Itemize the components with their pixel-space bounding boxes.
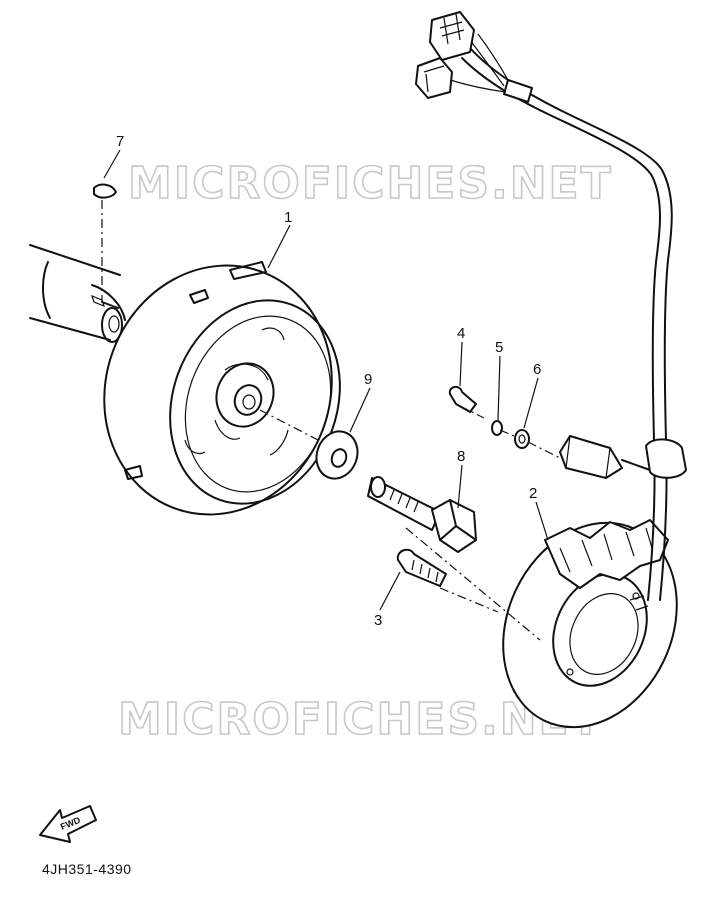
woodruff-key — [93, 183, 117, 199]
spring-washer — [491, 420, 503, 436]
callout-3: 3 — [374, 612, 382, 629]
callout-4: 4 — [457, 325, 465, 342]
watermark-top: MICROFICHES.NET — [128, 158, 613, 209]
small-plain-washer — [514, 429, 530, 449]
stator-assembly — [502, 519, 678, 729]
lead-holder — [559, 435, 651, 479]
alignment-lines — [101, 200, 561, 641]
callout-6: 6 — [533, 361, 541, 378]
callout-5: 5 — [495, 339, 503, 356]
wire-harness — [449, 33, 687, 601]
wire-connectors — [415, 11, 475, 99]
callout-9: 9 — [364, 371, 372, 388]
callout-8: 8 — [457, 448, 465, 465]
crankshaft-end — [29, 244, 126, 343]
leader-lines — [103, 149, 549, 611]
plain-washer — [315, 430, 359, 480]
lead-holder-screw — [448, 386, 477, 413]
stator-screw — [396, 548, 447, 587]
flywheel-rotor — [103, 261, 341, 516]
flywheel-bolt — [367, 476, 477, 553]
fwd-arrow-icon: FWD — [39, 805, 97, 843]
diagram-code: 4JH351-4390 — [42, 861, 132, 877]
callout-2: 2 — [529, 485, 537, 502]
callout-7: 7 — [116, 133, 124, 150]
callout-1: 1 — [284, 209, 292, 226]
